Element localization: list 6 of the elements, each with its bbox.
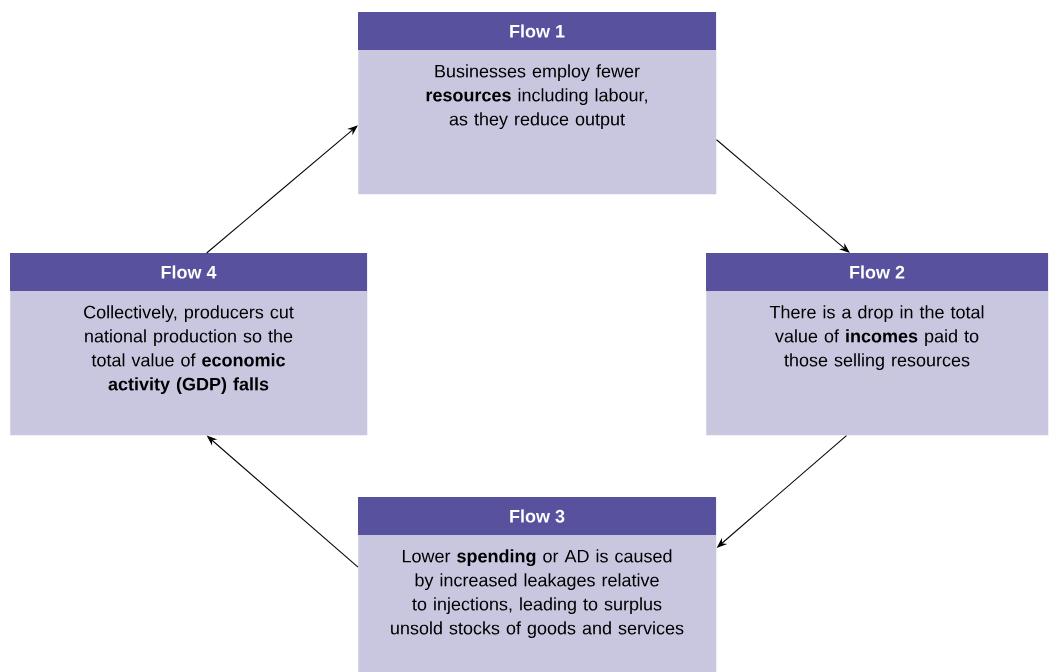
flow-box: Flow 3 Lower spending or AD is caused by increased leakages relative to injections, leading to surplus unsold stocks of goods and services [358, 497, 717, 672]
flow-box: Flow 2 There is a drop in the total value of incomes paid to those selling resources [706, 253, 1049, 436]
flow-box: Flow 1 Businesses employ fewer resources including labour, as they reduce output [358, 12, 717, 195]
flow-box: Flow 4 Collectively, producers cut national production so the total value of economic activity (GDP) falls [10, 253, 368, 436]
arrow [716, 139, 850, 253]
arrow [206, 125, 358, 254]
